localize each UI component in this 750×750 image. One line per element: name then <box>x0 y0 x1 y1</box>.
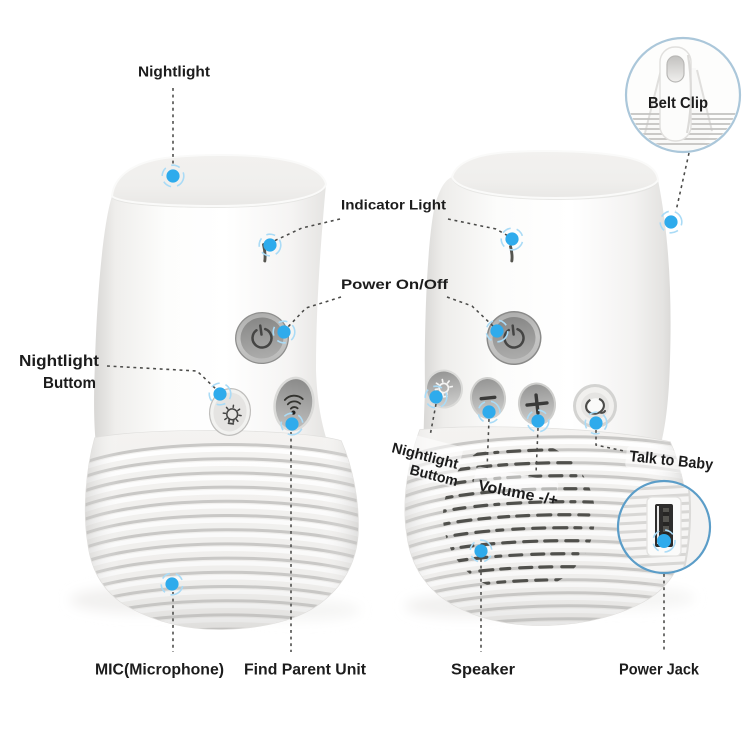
svg-text:Power On/Off: Power On/Off <box>341 276 448 292</box>
svg-text:Nightlight: Nightlight <box>138 64 210 81</box>
svg-text:MIC(Microphone): MIC(Microphone) <box>95 662 224 679</box>
svg-text:Speaker: Speaker <box>451 662 515 679</box>
svg-text:Buttom: Buttom <box>43 375 96 392</box>
svg-text:Power Jack: Power Jack <box>619 662 699 679</box>
svg-text:Indicator Light: Indicator Light <box>341 197 446 213</box>
svg-text:Nightlight: Nightlight <box>19 353 100 370</box>
svg-text:Find Parent Unit: Find Parent Unit <box>244 662 366 679</box>
svg-text:Belt Clip: Belt Clip <box>648 95 708 112</box>
